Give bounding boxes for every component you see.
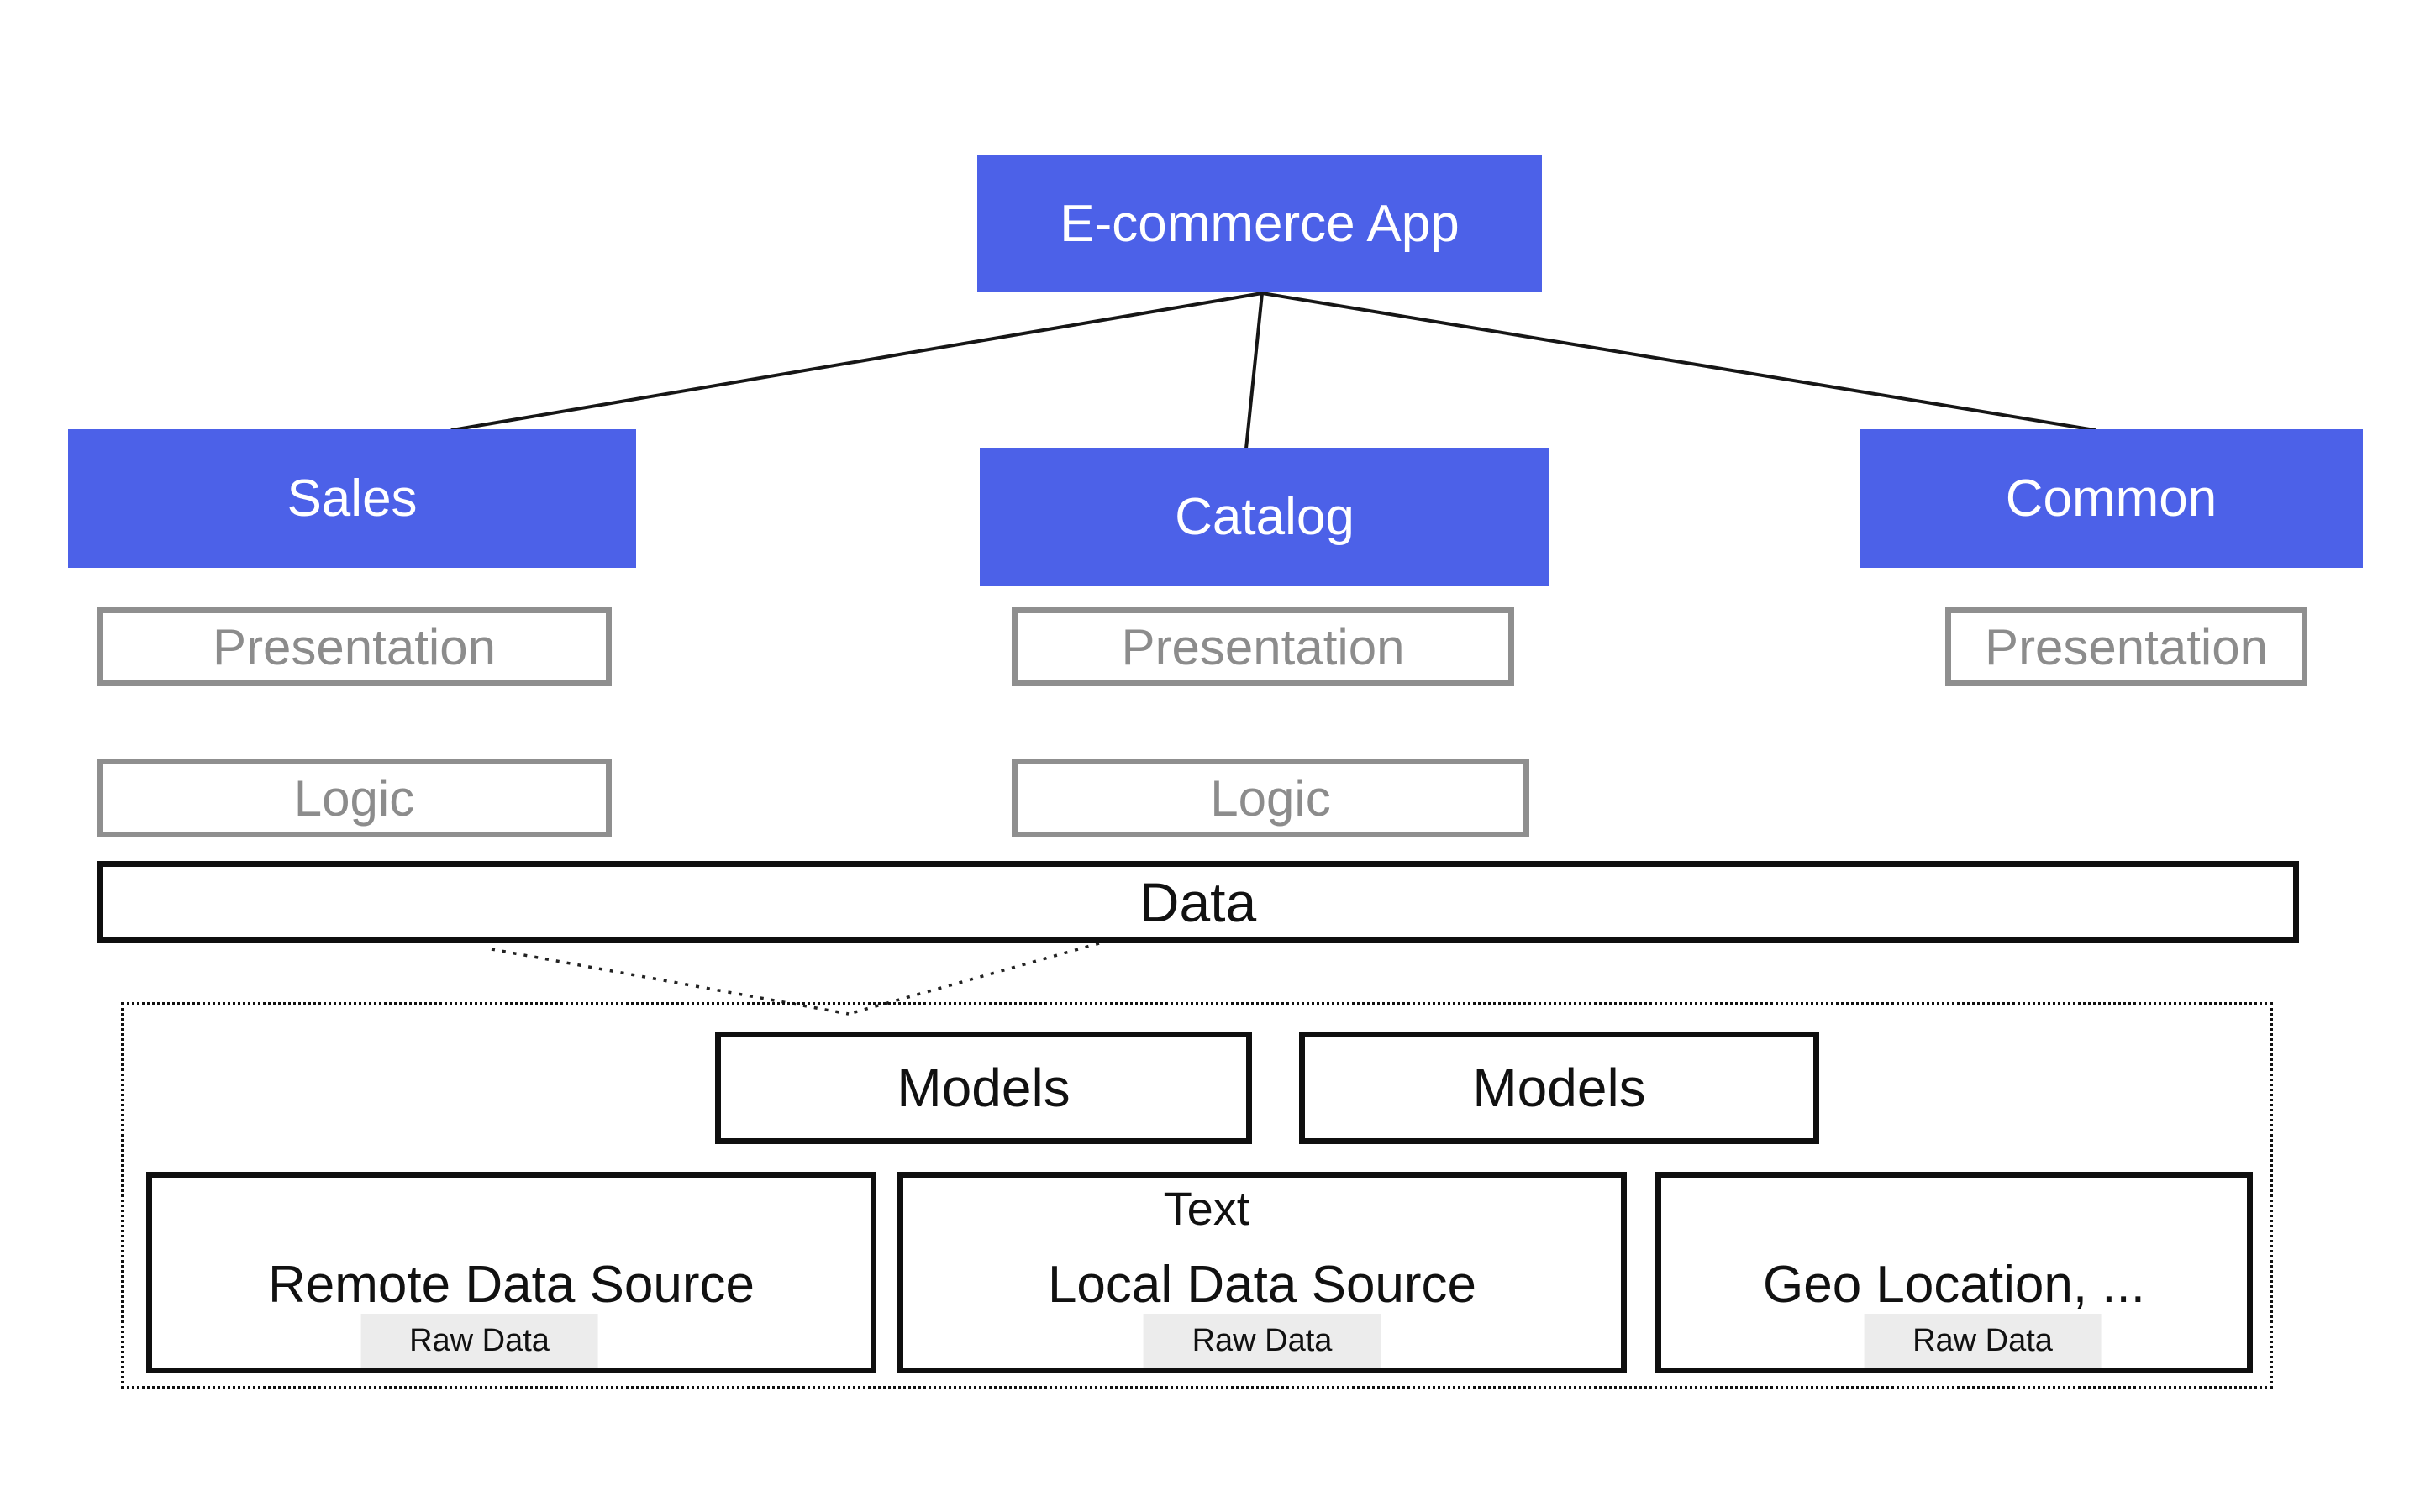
raw-data-chip-geo: Raw Data (1864, 1314, 2102, 1368)
node-data-layer: Data (97, 861, 2299, 943)
node-models-2: Models (1299, 1032, 1819, 1144)
node-logic-sales-label: Logic (293, 769, 415, 827)
node-common-label: Common (2005, 470, 2217, 528)
node-local-data-source: Text Local Data Source Raw Data (897, 1172, 1627, 1373)
node-data-layer-label: Data (1139, 871, 1257, 933)
node-ecommerce-app-label: E-commerce App (1060, 194, 1460, 253)
node-remote-data-source-label: Remote Data Source (268, 1256, 755, 1314)
node-catalog: Catalog (980, 448, 1549, 586)
node-logic-catalog-label: Logic (1210, 769, 1331, 827)
node-presentation-sales: Presentation (97, 607, 612, 686)
node-models-1: Models (715, 1032, 1252, 1144)
raw-data-chip-remote: Raw Data (360, 1314, 598, 1368)
node-sales: Sales (68, 429, 636, 568)
node-geo-location: Geo Location, ... Raw Data (1655, 1172, 2253, 1373)
node-models-1-label: Models (897, 1058, 1071, 1118)
node-common: Common (1860, 429, 2363, 568)
node-local-data-source-note: Text (1163, 1182, 1250, 1235)
node-presentation-catalog-label: Presentation (1121, 618, 1405, 675)
node-sales-label: Sales (287, 470, 418, 528)
connector-app-to-sales (450, 291, 1264, 432)
node-ecommerce-app: E-commerce App (977, 155, 1542, 292)
data-sources-group (121, 1002, 2273, 1389)
connector-app-to-common (1260, 291, 2096, 432)
node-geo-location-label: Geo Location, ... (1763, 1256, 2145, 1314)
node-remote-data-source: Remote Data Source Raw Data (146, 1172, 876, 1373)
node-catalog-label: Catalog (1175, 488, 1355, 546)
node-models-2-label: Models (1472, 1058, 1646, 1118)
connector-app-to-catalog (1244, 291, 1264, 450)
node-local-data-source-label: Local Data Source (1047, 1256, 1477, 1314)
node-presentation-catalog: Presentation (1012, 607, 1514, 686)
node-logic-catalog: Logic (1012, 759, 1529, 837)
node-presentation-sales-label: Presentation (213, 618, 496, 675)
node-presentation-common-label: Presentation (1985, 618, 2268, 675)
node-presentation-common: Presentation (1945, 607, 2307, 686)
raw-data-chip-local: Raw Data (1143, 1314, 1381, 1368)
node-logic-sales: Logic (97, 759, 612, 837)
